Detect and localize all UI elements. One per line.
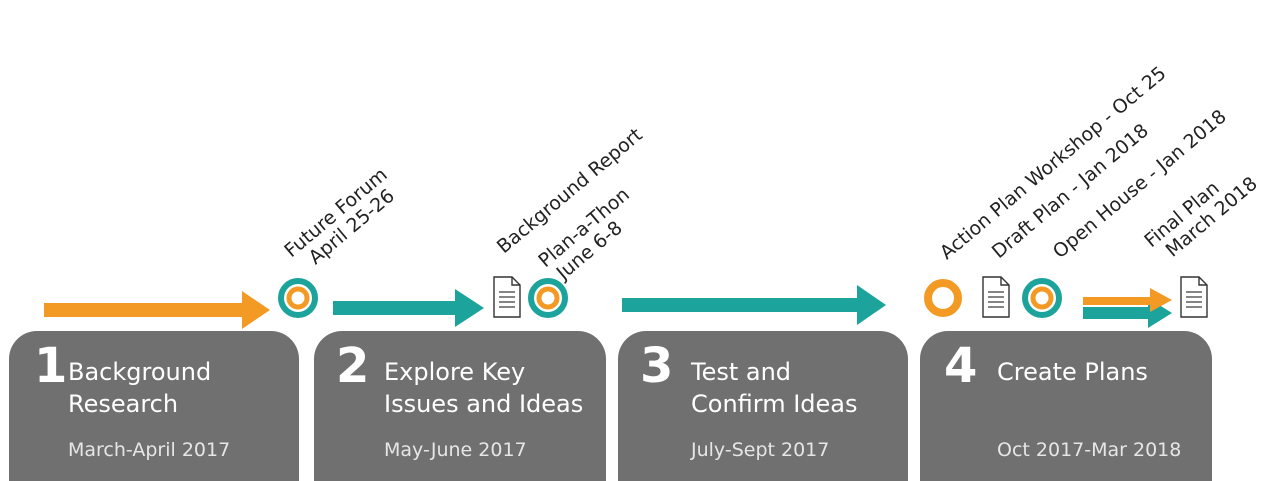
phase-3-dates: July-Sept 2017 — [691, 439, 830, 461]
open-house-circle-icon — [1022, 278, 1062, 318]
phase4-arrow-teal — [1083, 298, 1172, 328]
draft-plan-document-icon — [982, 276, 1010, 318]
future-forum-circle-icon — [278, 278, 318, 318]
phase-4-number: 4 — [944, 338, 978, 394]
final-plan-document-icon — [1180, 276, 1208, 318]
phase-3-title: Test and Confirm Ideas — [691, 358, 858, 418]
phase-1-box: 1 Background Research March-April 2017 — [9, 331, 299, 481]
phase1-arrow — [44, 291, 270, 329]
phase2-arrow — [333, 289, 484, 327]
phase-4-dates: Oct 2017-Mar 2018 — [997, 439, 1182, 461]
phase-2-title: Explore Key Issues and Ideas — [384, 358, 584, 418]
background-report-document-icon — [493, 276, 521, 318]
phase-2-number: 2 — [336, 338, 370, 394]
phase-1-title: Background Research — [68, 358, 212, 418]
phase-3-number: 3 — [640, 338, 674, 394]
plan-a-thon-circle-icon — [528, 278, 568, 318]
phase-3-box: 3 Test and Confirm Ideas July-Sept 2017 — [618, 331, 908, 481]
phase4-arrow-orange — [1083, 288, 1172, 312]
phase-1-number: 1 — [34, 338, 68, 394]
action-plan-workshop-circle-icon — [924, 279, 962, 317]
phase3-arrow — [622, 285, 886, 325]
phase-4-title: Create Plans — [997, 358, 1148, 386]
phase-4-box: 4 Create Plans Oct 2017-Mar 2018 — [920, 331, 1212, 481]
phase-2-dates: May-June 2017 — [384, 439, 527, 461]
phase-2-box: 2 Explore Key Issues and Ideas May-June … — [314, 331, 606, 481]
phase-1-dates: March-April 2017 — [68, 439, 231, 461]
